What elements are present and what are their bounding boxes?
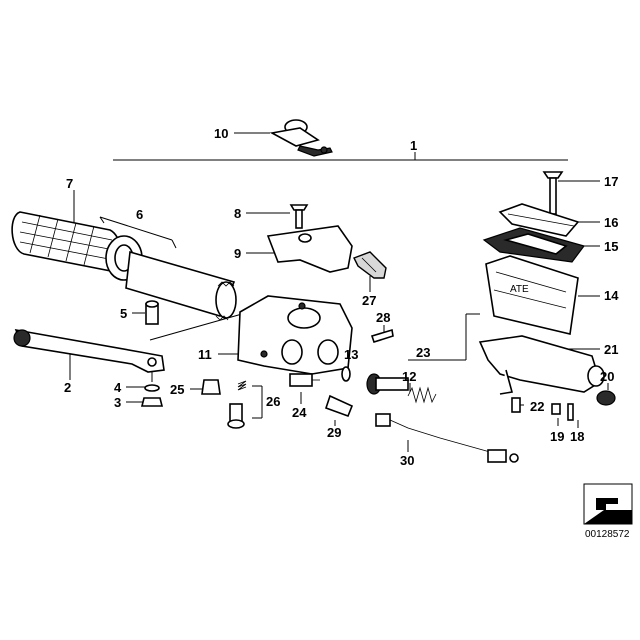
cap-part-25 [201,379,221,395]
doc-number: 00128572 [585,529,630,540]
label-18: 18 [570,429,584,444]
label-11: 11 [198,347,212,362]
cover-part-9 [266,225,353,273]
label-15: 15 [604,239,618,254]
folded-page-arrow-icon [583,483,633,525]
cap-part-16 [498,203,580,237]
label-9: 9 [234,246,241,261]
label-1: 1 [410,138,417,153]
spring-screw-part-26 [227,380,247,429]
label-24: 24 [292,405,307,420]
switch-part-10 [269,119,333,157]
label-13: 13 [344,347,358,362]
label-28: 28 [376,310,390,325]
switch-part-24 [289,373,320,387]
label-30: 30 [400,453,414,468]
housing-part-11 [237,295,353,375]
label-20: 20 [600,369,614,384]
label-22: 22 [530,399,544,414]
label-27: 27 [362,293,376,308]
small-screws-22-19-18 [511,397,574,421]
label-16: 16 [604,215,618,230]
label-10: 10 [214,126,228,141]
label-29: 29 [327,425,341,440]
label-21: 21 [604,342,618,357]
label-6: 6 [136,207,143,222]
callout-labels: 1 2 3 4 5 6 7 8 9 10 11 12 13 14 15 16 1… [64,126,619,468]
label-19: 19 [550,429,564,444]
cap-part-20 [596,390,616,406]
label-23: 23 [416,345,430,360]
screw-part-28 [370,328,394,343]
label-14: 14 [604,288,619,303]
master-cylinder-body [478,335,605,395]
label-25: 25 [170,382,184,397]
fitting-part-29 [324,394,354,418]
label-17: 17 [604,174,618,189]
label-3: 3 [114,395,121,410]
reservoir-part-14: ATE [485,255,579,335]
label-12: 12 [402,369,416,384]
piston-part-12 [366,373,437,404]
label-7: 7 [66,176,73,191]
label-2: 2 [64,380,71,395]
label-26: 26 [266,394,280,409]
label-8: 8 [234,206,241,221]
diaphragm-part-15 [482,227,586,263]
pin-part-5 [145,300,159,325]
lever-part-2 [13,328,165,373]
washer-nut-parts-4-3 [140,384,164,407]
svg-text:ATE: ATE [510,284,529,295]
screw-part-17 [542,171,564,215]
boot-part-27 [353,251,387,279]
throttle-tube-part-6 [125,250,237,321]
label-5: 5 [120,306,127,321]
screw-part-8 [289,204,309,229]
cable-part-30 [375,413,519,463]
ring-part-13 [341,366,351,382]
grip-part-7 [11,211,143,281]
label-4: 4 [114,380,122,395]
